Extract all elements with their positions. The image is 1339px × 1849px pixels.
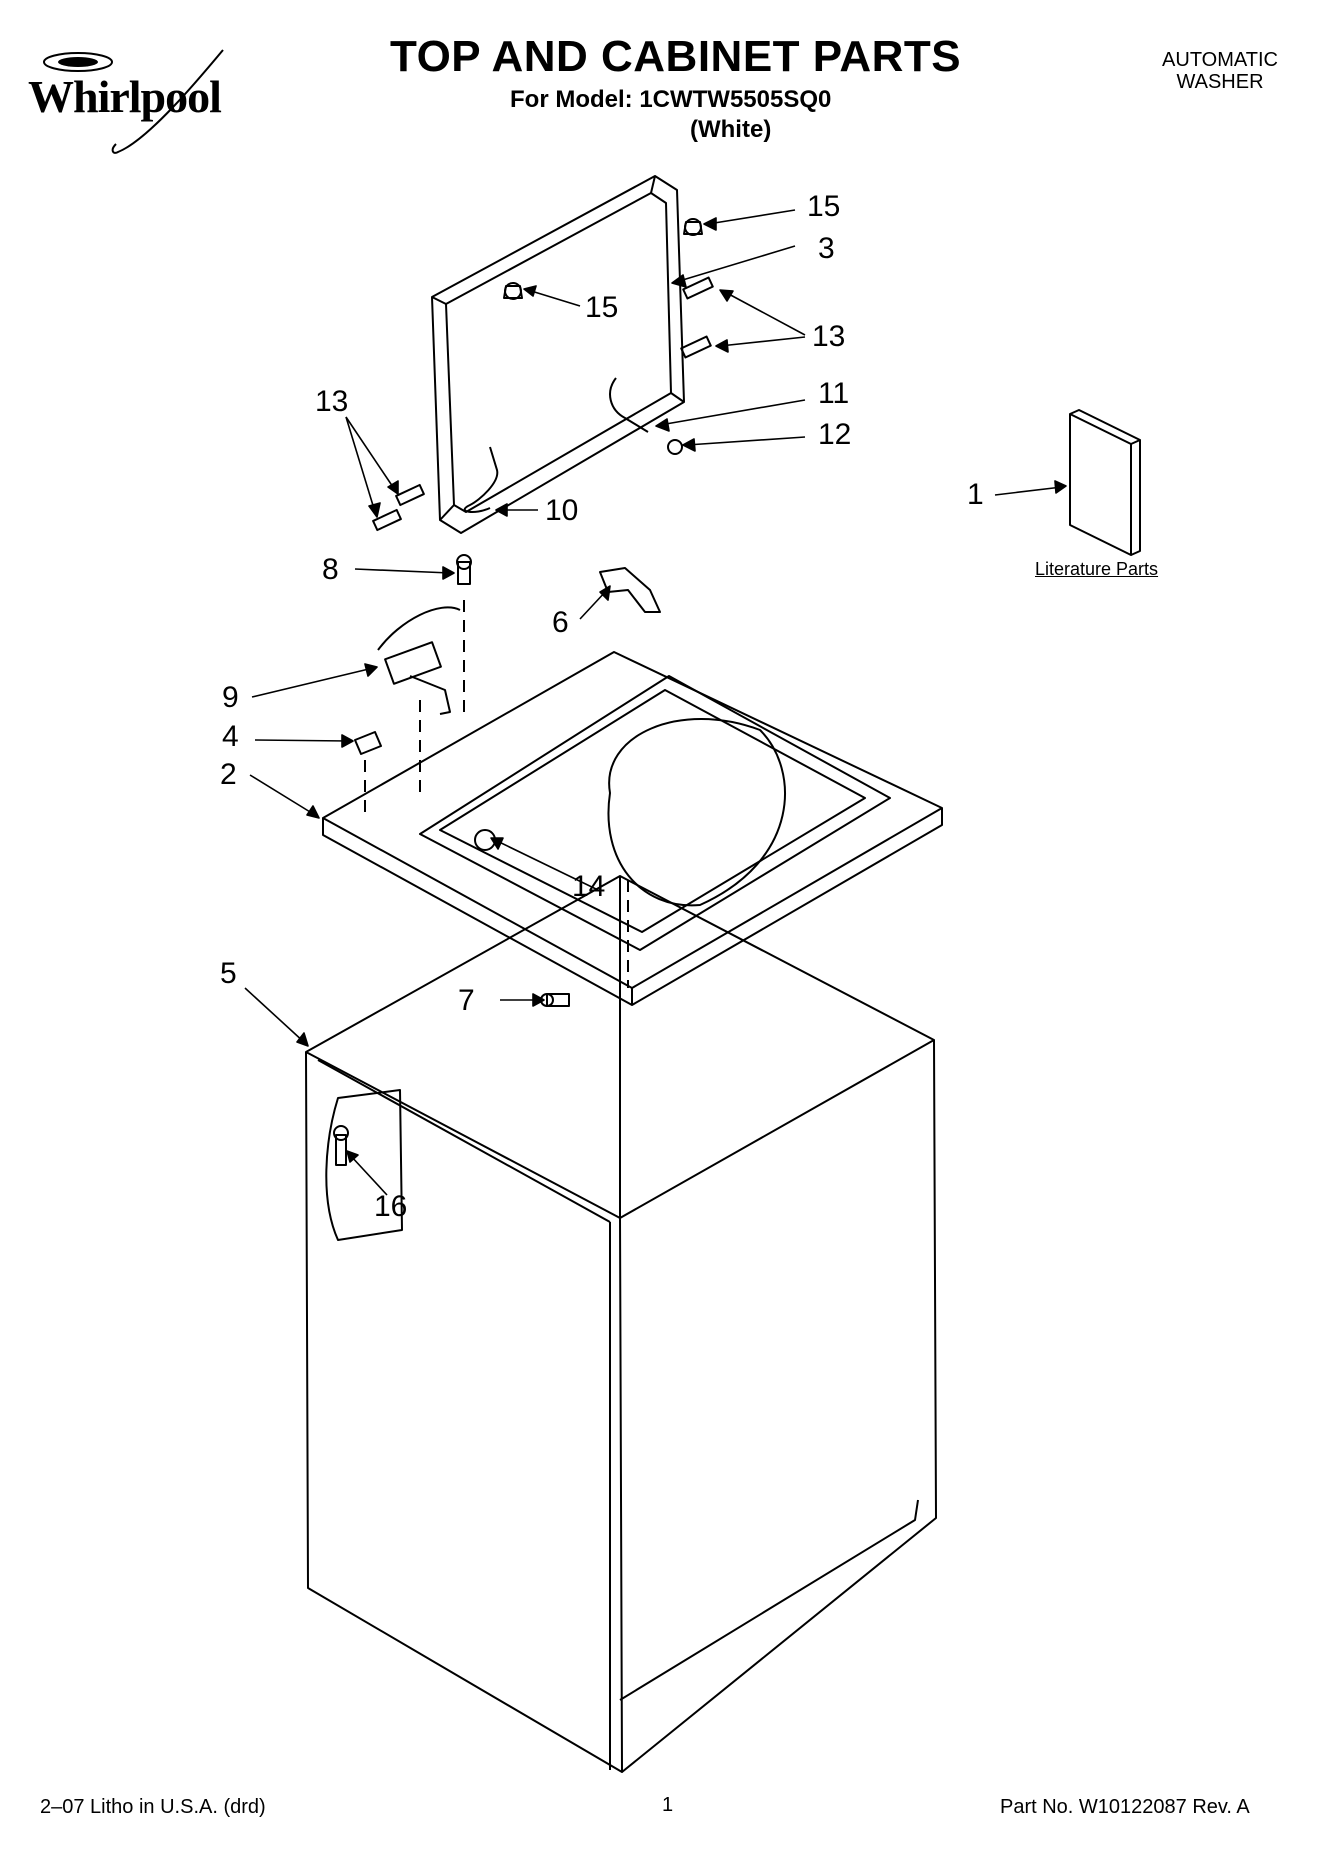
hinge-screw-part-13 <box>372 276 714 532</box>
hinge-rod-part-10 <box>463 446 499 513</box>
part-number: Part No. W10122087 Rev. A <box>1000 1796 1250 1818</box>
callout-14: 14 <box>572 870 606 903</box>
callout-1: 1 <box>967 478 984 511</box>
appliance-line-2: WASHER <box>1176 71 1264 93</box>
hinge-rod-part-11 <box>609 377 649 433</box>
lid-switch-part-9 <box>377 606 461 715</box>
cabinet-part-5 <box>305 875 937 1773</box>
callout-13-right: 13 <box>812 320 846 353</box>
page-title: TOP AND CABINET PARTS <box>390 32 962 81</box>
model-line: For Model: 1CWTW5505SQ0 <box>510 86 832 113</box>
logo-swirl-icon <box>43 49 224 154</box>
callout-3: 3 <box>818 232 835 265</box>
callout-16: 16 <box>374 1190 408 1223</box>
screw-part-16 <box>333 1125 349 1166</box>
clip-part-6 <box>599 567 661 613</box>
callout-15-upper: 15 <box>807 190 841 223</box>
callout-9: 9 <box>222 681 239 714</box>
callout-15-lower: 15 <box>585 291 619 324</box>
lid-frame-part-3 <box>431 175 685 534</box>
literature-booklet-part-1 <box>1069 409 1141 556</box>
callout-13-left: 13 <box>315 385 349 418</box>
color-line: (White) <box>690 116 772 143</box>
callout-6: 6 <box>552 606 569 639</box>
screw-part-8 <box>456 554 472 585</box>
washer-top-part-2 <box>322 651 943 1006</box>
appliance-type: AUTOMATIC WASHER <box>1140 49 1300 93</box>
literature-parts-label: Literature Parts <box>1035 559 1159 579</box>
page-number: 1 <box>662 1794 674 1816</box>
litho-note: 2–07 Litho in U.S.A. (drd) <box>40 1796 266 1818</box>
whirlpool-logo: Whirlpool <box>18 40 268 160</box>
callout-10: 10 <box>545 494 579 527</box>
callout-5: 5 <box>220 957 237 990</box>
bracket-part-4 <box>354 731 382 755</box>
screw-part-7 <box>540 993 570 1007</box>
callout-2: 2 <box>220 758 237 791</box>
brand-name: Whirlpool <box>28 71 222 122</box>
lid-bumper-part-15 <box>503 218 703 300</box>
callout-7: 7 <box>458 984 475 1017</box>
clip-part-12 <box>667 439 683 455</box>
callout-4: 4 <box>222 720 239 753</box>
callout-8: 8 <box>322 553 339 586</box>
callout-12: 12 <box>818 418 852 451</box>
appliance-line-1: AUTOMATIC <box>1162 49 1278 71</box>
callout-11: 11 <box>818 377 850 410</box>
